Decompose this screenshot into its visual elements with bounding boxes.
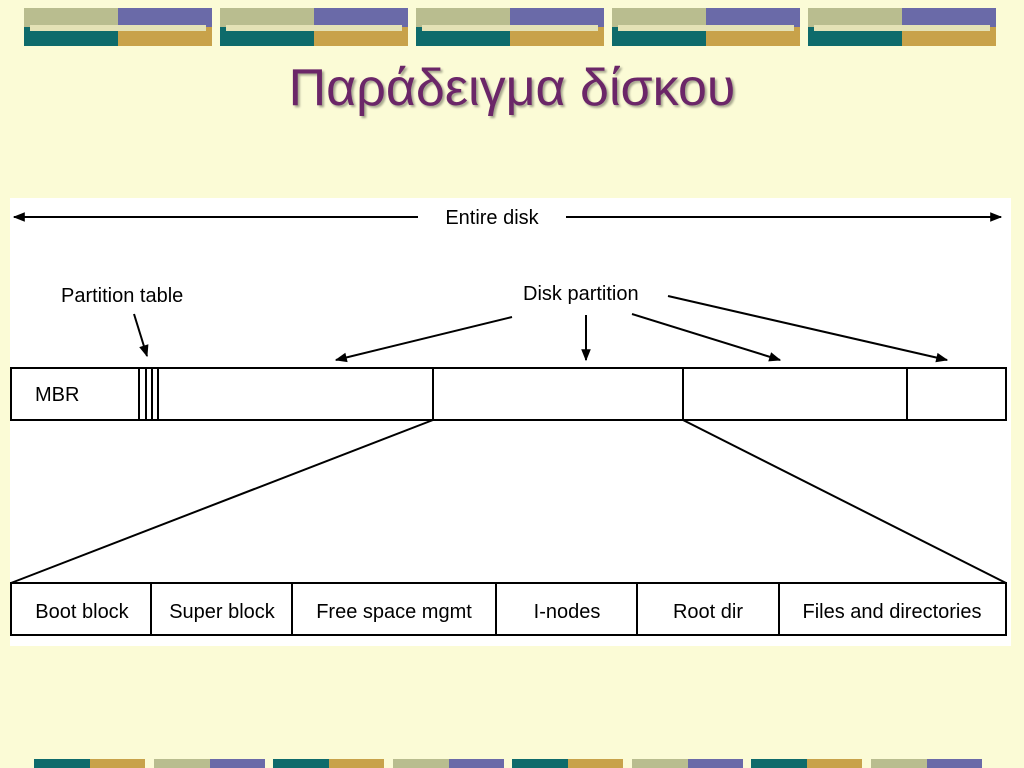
files-and-directories-label: Files and directories (803, 601, 982, 623)
expansion-line-left (10, 419, 434, 584)
expansion-line-right (682, 419, 1007, 584)
i-nodes-label: I-nodes (534, 601, 601, 623)
deco-tile (751, 759, 862, 768)
disk-partition-label: Disk partition (523, 283, 639, 305)
bottom-decoration-banner (34, 759, 982, 768)
entire-disk-label: Entire disk (445, 207, 539, 229)
super-block-label: Super block (169, 601, 276, 623)
deco-tile (34, 759, 145, 768)
deco-tile (632, 759, 743, 768)
slide-title: Παράδειγμα δίσκου (288, 59, 736, 117)
root-dir-label: Root dir (673, 601, 743, 623)
deco-tile (871, 759, 982, 768)
deco-tile (612, 8, 800, 46)
deco-tile (808, 8, 996, 46)
deco-tile (273, 759, 384, 768)
disk-partition-arrow-1 (334, 316, 513, 363)
deco-tile (393, 759, 504, 768)
deco-tile (512, 759, 623, 768)
deco-tile (220, 8, 408, 46)
boot-block-label: Boot block (35, 601, 129, 623)
partition-table-arrow (133, 313, 149, 358)
disk-layout-diagram: Entire disk Partition table Disk partiti… (10, 198, 1011, 646)
top-decoration-banner (24, 8, 996, 46)
disk-partition-arrow-4 (667, 295, 949, 363)
disk-partition-arrow-3 (631, 313, 782, 362)
disk-bar: MBR (10, 367, 1007, 421)
partition-layout-bar: Boot block Super block Free space mgmt I… (10, 582, 1007, 636)
partition-table-label: Partition table (61, 285, 183, 307)
deco-tile (154, 759, 265, 768)
deco-tile (416, 8, 604, 46)
free-space-mgmt-label: Free space mgmt (316, 601, 472, 623)
mbr-label: MBR (35, 384, 79, 406)
deco-tile (24, 8, 212, 46)
